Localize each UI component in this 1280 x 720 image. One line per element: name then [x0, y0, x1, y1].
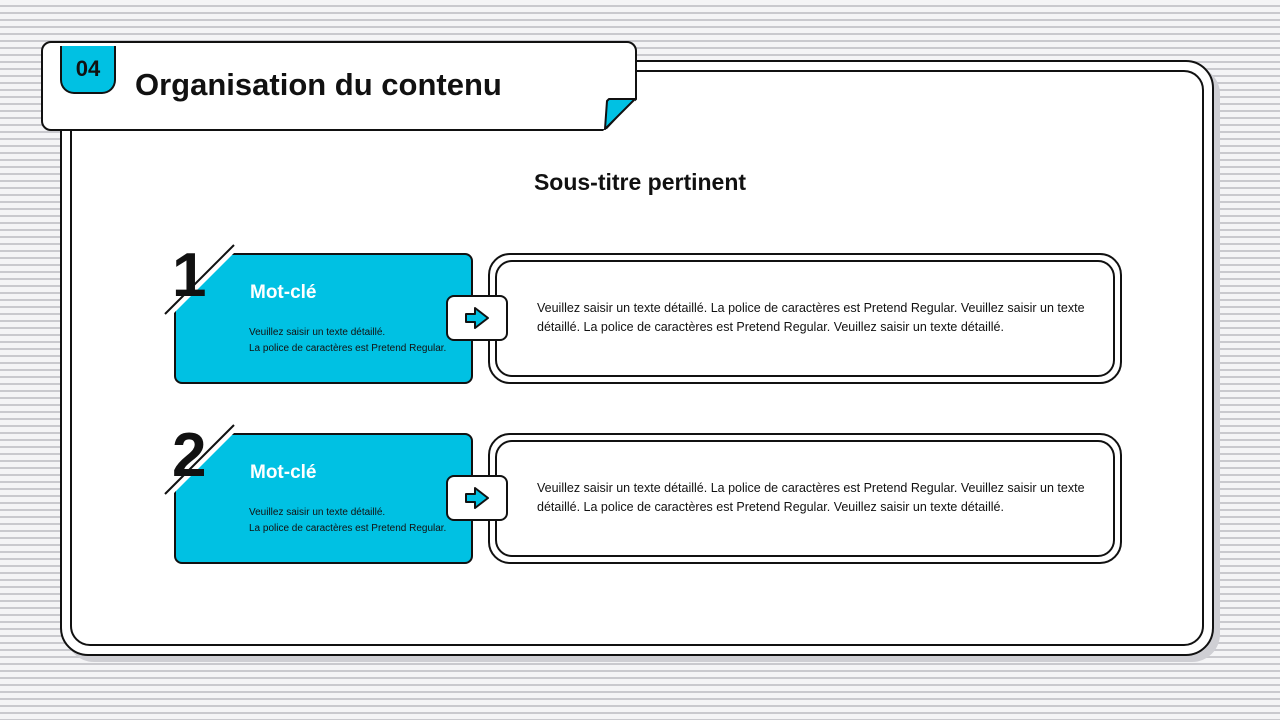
- keyword-description-line: Veuillez saisir un texte détaillé.: [249, 327, 386, 338]
- keyword-description: Veuillez saisir un texte détaillé. La po…: [249, 325, 473, 357]
- keyword-description-line: Veuillez saisir un texte détaillé.: [249, 507, 386, 518]
- page-title: Organisation du contenu: [135, 67, 502, 102]
- step-number: 2: [172, 421, 207, 490]
- content-frame-inner: [70, 70, 1204, 646]
- arrow-right-icon: [465, 487, 489, 509]
- section-number-badge: 04: [60, 46, 116, 94]
- keyword-description-line: La police de caractères est Pretend Regu…: [249, 343, 447, 354]
- arrow-button[interactable]: [446, 295, 508, 341]
- arrow-right-icon: [465, 307, 489, 329]
- list-item: Mot-clé Veuillez saisir un texte détaill…: [160, 424, 1130, 568]
- detail-text: Veuillez saisir un texte détaillé. La po…: [537, 301, 1085, 334]
- keyword-description: Veuillez saisir un texte détaillé. La po…: [249, 505, 473, 537]
- title-tab: [41, 41, 637, 131]
- list-item: Mot-clé Veuillez saisir un texte détaill…: [160, 244, 1130, 388]
- diagonal-line-icon: [164, 244, 235, 315]
- keyword-description-line: La police de caractères est Pretend Regu…: [249, 523, 447, 534]
- keyword-title: Mot-clé: [250, 462, 317, 483]
- diagonal-line-icon: [164, 424, 235, 495]
- page-fold-icon: [604, 97, 637, 130]
- detail-card: Veuillez saisir un texte détaillé. La po…: [488, 253, 1122, 384]
- keyword-card: Mot-clé Veuillez saisir un texte détaill…: [174, 433, 473, 564]
- detail-text: Veuillez saisir un texte détaillé. La po…: [537, 481, 1085, 514]
- subtitle: Sous-titre pertinent: [533, 169, 747, 195]
- arrow-button[interactable]: [446, 475, 508, 521]
- keyword-title: Mot-clé: [250, 282, 317, 303]
- detail-card: Veuillez saisir un texte détaillé. La po…: [488, 433, 1122, 564]
- step-number: 1: [172, 241, 207, 310]
